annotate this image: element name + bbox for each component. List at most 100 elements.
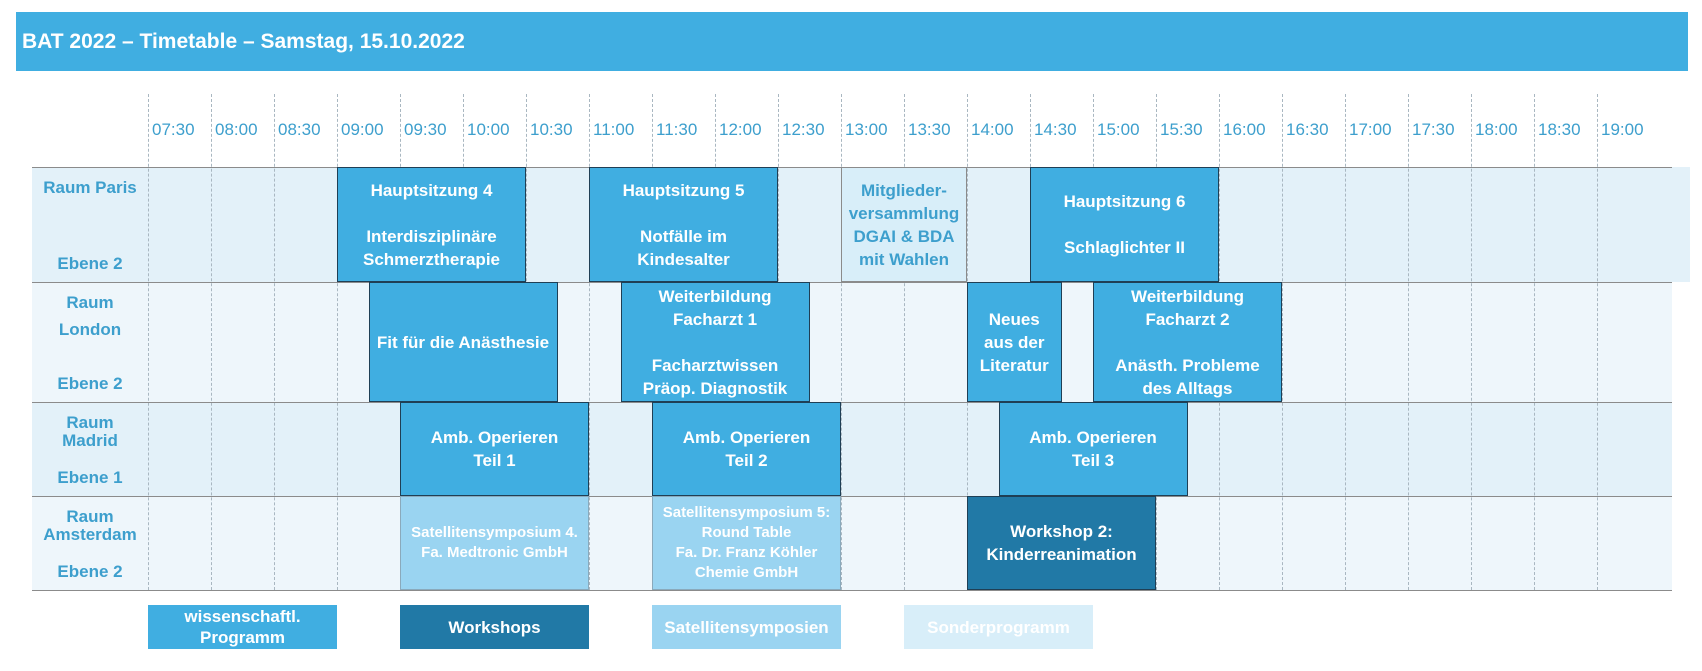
row-separator xyxy=(32,496,1672,497)
session-block[interactable]: Workshop 2: Kinderreanimation xyxy=(967,496,1156,590)
time-gridline xyxy=(148,94,149,590)
session-line: Workshop 2: xyxy=(1010,522,1113,541)
time-label: 14:30 xyxy=(1034,120,1077,139)
legend-label: Satellitensymposien xyxy=(664,617,829,637)
time-label: 11:30 xyxy=(656,120,698,139)
session-line: Fa. Dr. Franz Köhler xyxy=(675,544,818,561)
session-line: Amb. Operieren xyxy=(682,428,811,447)
session-block[interactable]: Fit für die Anästhesie xyxy=(368,282,558,402)
session-line: Präop. Diagnostik xyxy=(642,378,788,398)
session-line: Hauptsitzung 4 xyxy=(370,180,493,200)
session-block[interactable]: Hauptsitzung 6 Schlaglichter II xyxy=(1030,167,1219,282)
time-label: 13:00 xyxy=(845,120,888,139)
session-line: mit Wahlen xyxy=(858,249,950,269)
legend-label: Programm xyxy=(199,628,286,647)
session-block[interactable]: Satellitensymposium 4. Fa. Medtronic GmbH xyxy=(400,496,589,590)
legend-label: Sonderprogramm xyxy=(927,617,1070,637)
room-row-band xyxy=(32,282,1672,402)
room-label-line: Ebene 2 xyxy=(57,254,123,273)
room-row-band xyxy=(32,496,1672,590)
time-label: 14:00 xyxy=(971,120,1014,139)
time-label: 09:00 xyxy=(341,120,384,139)
time-label: 16:30 xyxy=(1286,120,1329,139)
time-label: 12:00 xyxy=(719,120,762,139)
session-line: Teil 1 xyxy=(473,451,516,470)
session-line: Schlaglichter II xyxy=(1064,238,1185,257)
time-gridline xyxy=(274,94,275,590)
time-label: 18:30 xyxy=(1538,120,1581,139)
legend-label: wissenschaftl. xyxy=(184,607,301,626)
session-line: Mitglieder- xyxy=(861,180,947,200)
session-line: Hauptsitzung 5 xyxy=(622,180,745,200)
session-line: Teil 3 xyxy=(1071,451,1115,470)
time-label: 08:30 xyxy=(278,120,321,139)
session-line: Facharzt 2 xyxy=(1145,309,1230,329)
session-line: Kinderreanimation xyxy=(986,545,1137,564)
row-separator xyxy=(32,402,1672,403)
time-gridline xyxy=(337,94,338,590)
room-label-line: Madrid xyxy=(62,431,118,451)
time-gridline xyxy=(1534,94,1535,590)
room-row-band xyxy=(32,402,1672,496)
row-separator xyxy=(32,590,1672,591)
legend-item-sonder: Sonderprogramm xyxy=(904,605,1093,649)
session-line: DGAI & BDA xyxy=(853,226,955,246)
room-label-line: Ebene 2 xyxy=(57,562,123,581)
session-line: Anästh. Probleme xyxy=(1115,355,1260,375)
time-label: 15:30 xyxy=(1160,120,1203,139)
time-label: 07:30 xyxy=(152,120,195,139)
time-gridline xyxy=(904,94,905,590)
session-line: des Alltags xyxy=(1142,378,1233,398)
row-separator xyxy=(32,282,1672,283)
time-label: 15:00 xyxy=(1097,120,1140,139)
time-label: 09:30 xyxy=(404,120,447,139)
room-label-line: London xyxy=(58,320,122,339)
time-label: 10:00 xyxy=(467,120,510,139)
session-line: Hauptsitzung 6 xyxy=(1063,192,1186,211)
session-line: Literatur xyxy=(979,355,1049,375)
time-gridline xyxy=(211,94,212,590)
time-gridline xyxy=(1345,94,1346,590)
session-line: Amb. Operieren xyxy=(1029,428,1157,447)
room-label-line: Raum xyxy=(66,413,114,432)
session-line: aus der xyxy=(984,332,1045,352)
session-line: Weiterbildung xyxy=(1130,286,1244,306)
time-label: 19:00 xyxy=(1601,120,1644,139)
time-label: 11:00 xyxy=(593,120,635,139)
time-label: 08:00 xyxy=(215,120,258,139)
page-title: BAT 2022 – Timetable – Samstag, 15.10.20… xyxy=(16,12,1688,71)
session-line: Fit für die Anästhesie xyxy=(376,332,550,352)
session-line: Neues xyxy=(988,309,1040,329)
time-label: 13:30 xyxy=(908,120,951,139)
time-gridline xyxy=(841,94,842,590)
session-line: Chemie GmbH xyxy=(694,564,799,581)
session-line: Satellitensymposium 5: xyxy=(662,504,831,521)
session-line: Facharztwissen xyxy=(651,355,779,375)
room-label-line: Raum xyxy=(66,507,114,526)
time-label: 17:00 xyxy=(1349,120,1392,139)
session-line: Schmerztherapie xyxy=(363,249,500,269)
session-line: Satellitensymposium 4. xyxy=(411,524,578,541)
session-line: versammlung xyxy=(848,203,960,223)
time-gridline xyxy=(589,94,590,590)
room-label-line: Raum xyxy=(66,293,114,312)
room-label-line: Ebene 2 xyxy=(57,374,123,393)
session-line: Amb. Operieren xyxy=(430,428,559,447)
time-gridline xyxy=(1471,94,1472,590)
legend-label: Workshops xyxy=(448,617,541,637)
session-line: Fa. Medtronic GmbH xyxy=(421,544,568,561)
